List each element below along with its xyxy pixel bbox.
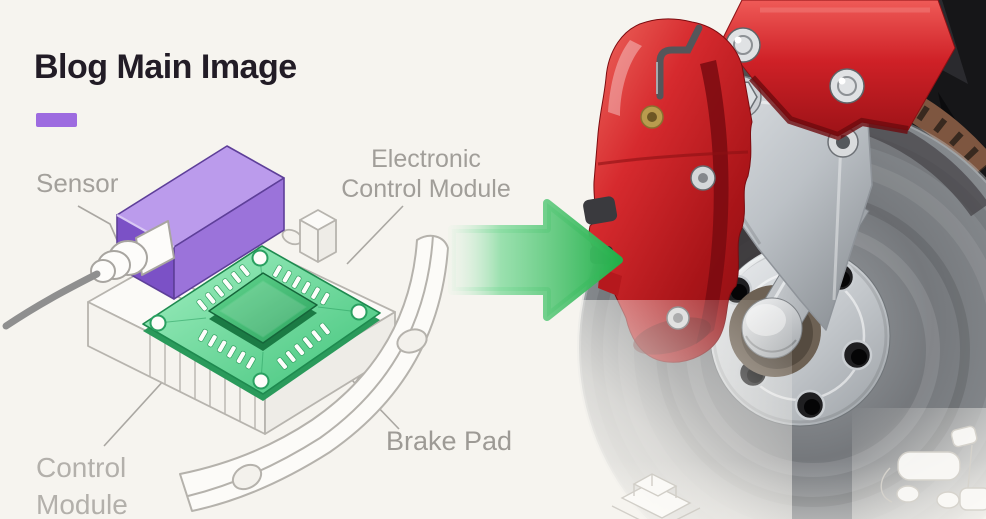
pcb-traces [157,257,360,382]
caliper-upper-arm [721,0,956,141]
label-ecm-line2: Control Module [341,174,511,203]
label-electronic-control-module: Electronic Control Module [318,145,534,204]
pcb-board [142,245,381,401]
ghost-sketch-module [611,473,701,519]
caliper-rubber-boot [583,196,618,225]
sensor-leader-line [77,205,118,241]
label-sensor: Sensor [36,168,119,198]
accent-bar [36,113,77,127]
heatsink-fins [149,333,256,429]
label-cm-line1: Control [36,452,127,483]
dome-bolt [829,68,865,104]
brake-system-diagram [2,145,449,512]
label-brake-pad: Brake Pad [386,426,513,456]
bleeder-screw [640,105,664,129]
arrow-right-icon [448,199,623,321]
pcb-chip [208,272,318,351]
sensor-cable [2,270,101,330]
caliper-bolt [690,165,716,191]
ghost-sketch-assembly [880,425,986,511]
label-cm-line2: Module [36,488,128,519]
pcb-corner-holes [149,249,368,390]
sensor-connector [90,220,175,283]
ecm-leader-line [346,205,404,265]
disc-brake-photo [552,0,986,519]
housing-rear-post [299,209,337,263]
brake-pad-outline [179,234,449,512]
pcb-pads [196,264,331,370]
sensor-box [2,145,285,330]
page-title: Blog Main Image [34,48,297,86]
label-control-module: Control Module [36,450,128,519]
label-ecm-line1: Electronic [371,145,481,173]
brake-line-pipe [656,24,703,100]
